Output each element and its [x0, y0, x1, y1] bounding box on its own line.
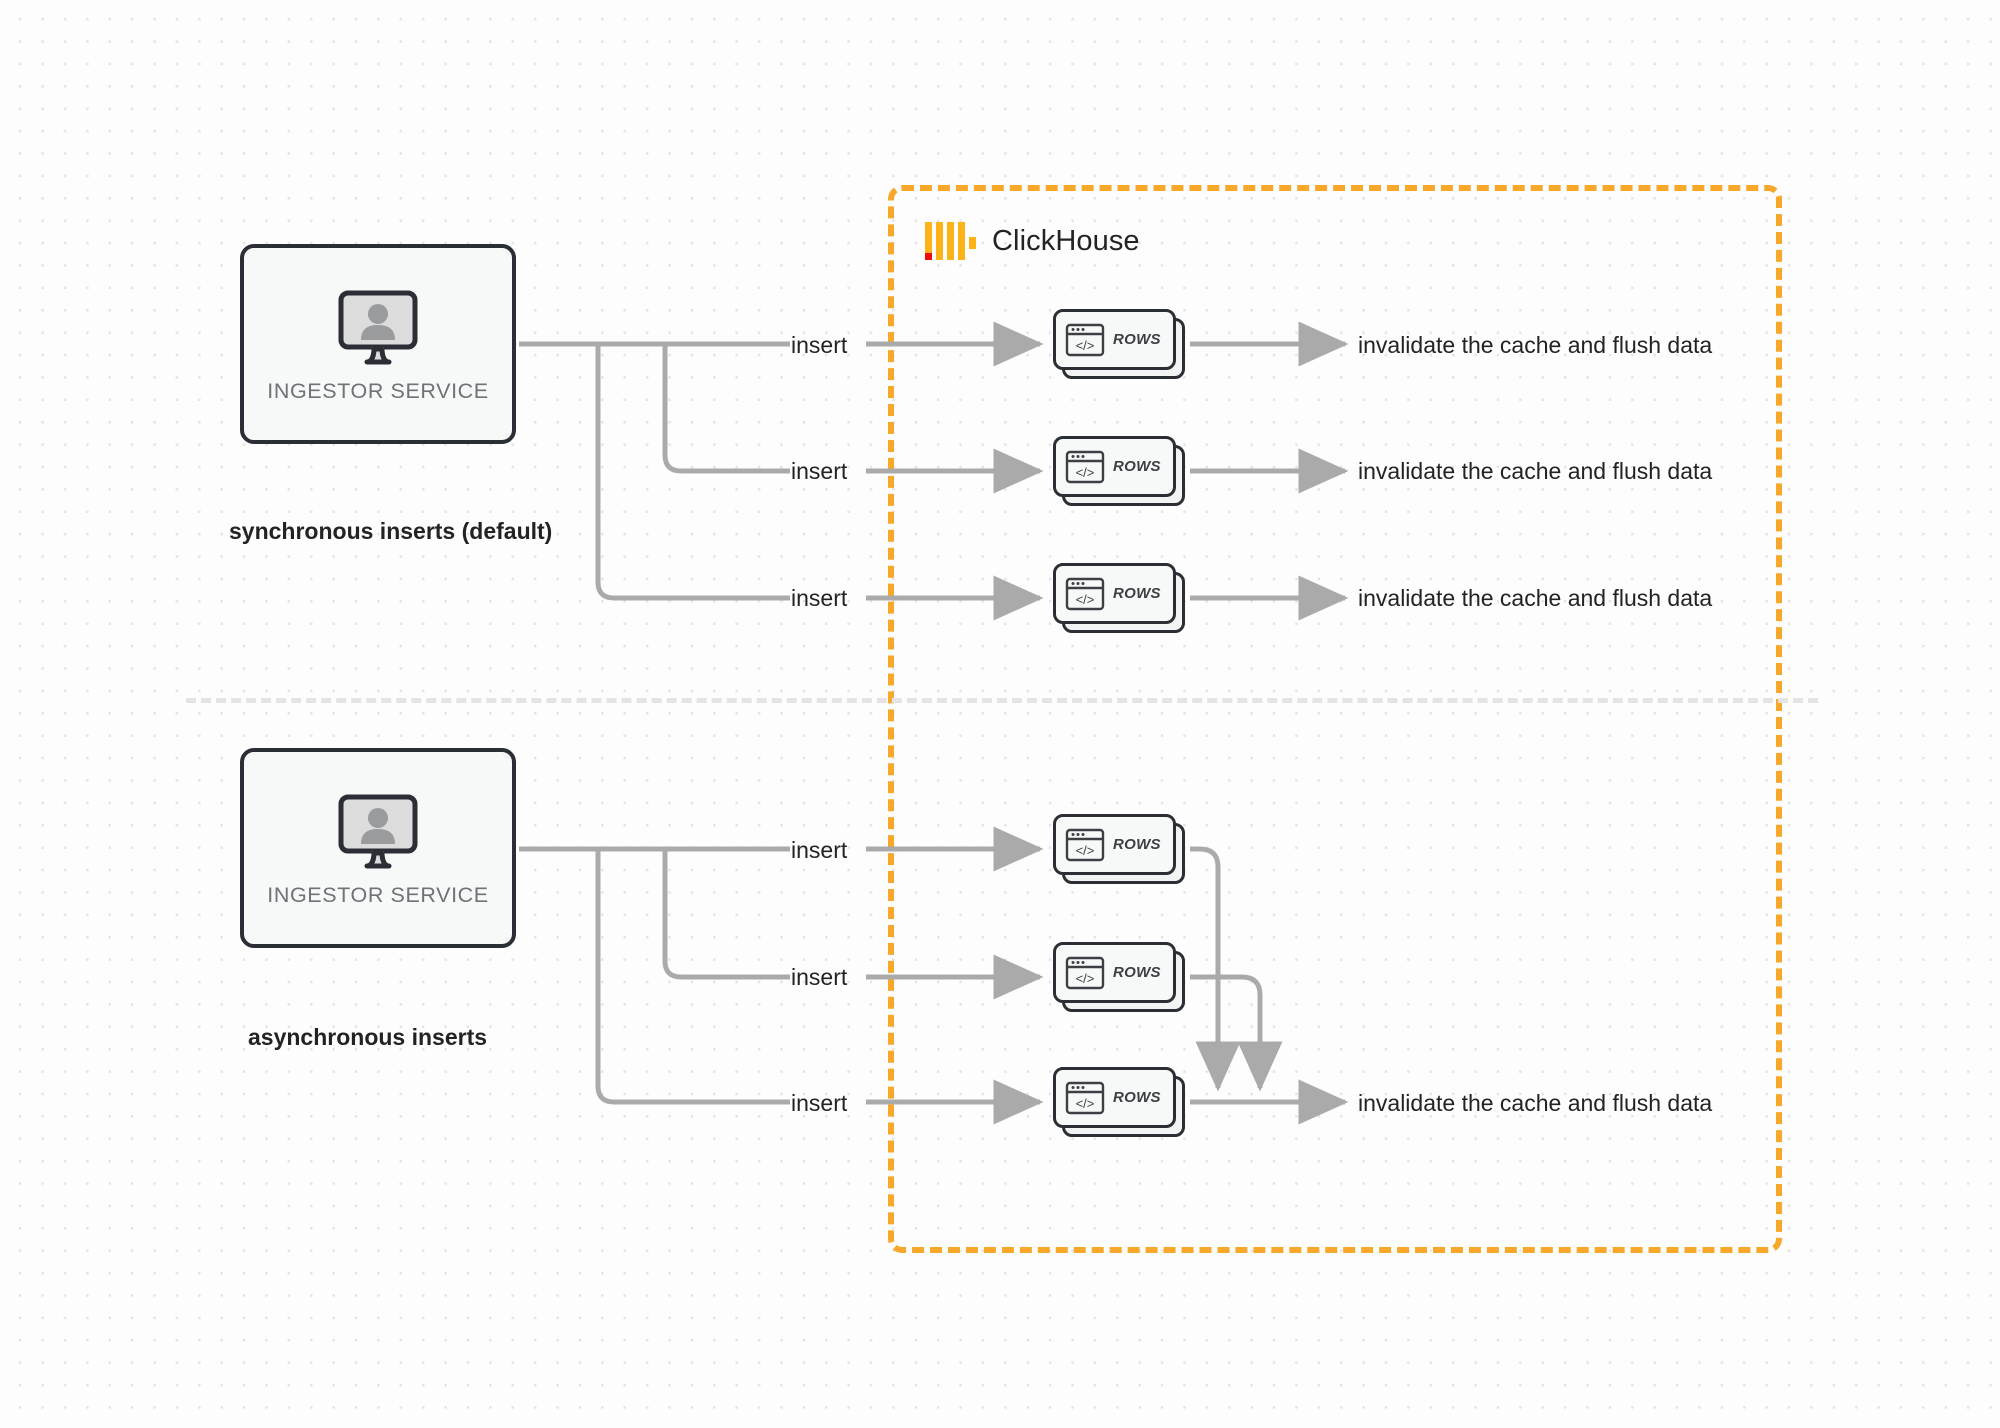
caption-asynchronous: asynchronous inserts	[248, 1024, 488, 1050]
code-window-icon: </>	[1065, 1081, 1105, 1114]
clickhouse-logo-icon	[925, 222, 976, 260]
flush-label-sync-1: invalidate the cache and flush data	[1358, 332, 1713, 358]
flush-label-sync-3: invalidate the cache and flush data	[1358, 585, 1713, 611]
svg-text:</>: </>	[1076, 592, 1095, 607]
monitor-user-icon	[338, 794, 418, 868]
rows-label: ROWS	[1113, 836, 1161, 853]
rows-label: ROWS	[1113, 458, 1161, 475]
monitor-user-icon	[338, 290, 418, 364]
insert-label-sync-3: insert	[791, 585, 848, 611]
ingestor-service-label: INGESTOR SERVICE	[267, 378, 489, 403]
code-window-icon: </>	[1065, 956, 1105, 989]
rows-label: ROWS	[1113, 331, 1161, 348]
wire-async-branch-row2	[662, 849, 790, 980]
clickhouse-wordmark: ClickHouse	[992, 224, 1140, 257]
wire-async-branch-row3	[595, 849, 790, 1105]
rows-node-async-2[interactable]: </> ROWS	[1053, 942, 1185, 1012]
rows-label: ROWS	[1113, 585, 1161, 602]
svg-text:</>: </>	[1076, 465, 1095, 480]
insert-label-sync-1: insert	[791, 332, 848, 358]
svg-text:</>: </>	[1076, 338, 1095, 353]
code-window-icon: </>	[1065, 450, 1105, 483]
ingestor-service-node-asynchronous[interactable]: INGESTOR SERVICE	[240, 748, 516, 948]
wire-sync-branch-row2	[662, 344, 790, 474]
insert-label-async-1: insert	[791, 837, 848, 863]
section-divider	[186, 698, 1818, 703]
rows-label: ROWS	[1113, 1089, 1161, 1106]
clickhouse-brand: ClickHouse	[925, 222, 1140, 260]
insert-label-async-2: insert	[791, 964, 848, 990]
ingestor-service-label: INGESTOR SERVICE	[267, 882, 489, 907]
clickhouse-boundary	[888, 185, 1782, 1253]
rows-node-sync-1[interactable]: </> ROWS	[1053, 309, 1185, 379]
code-window-icon: </>	[1065, 828, 1105, 861]
rows-node-async-3[interactable]: </> ROWS	[1053, 1067, 1185, 1137]
svg-text:</>: </>	[1076, 1096, 1095, 1111]
rows-node-async-1[interactable]: </> ROWS	[1053, 814, 1185, 884]
flush-label-async-merged: invalidate the cache and flush data	[1358, 1090, 1713, 1116]
insert-label-async-3: insert	[791, 1090, 848, 1116]
flush-label-sync-2: invalidate the cache and flush data	[1358, 458, 1713, 484]
caption-synchronous: synchronous inserts (default)	[229, 518, 553, 544]
wire-sync-branch-row3	[595, 344, 790, 601]
code-window-icon: </>	[1065, 323, 1105, 356]
code-window-icon: </>	[1065, 577, 1105, 610]
svg-text:</>: </>	[1076, 843, 1095, 858]
ingestor-service-node-synchronous[interactable]: INGESTOR SERVICE	[240, 244, 516, 444]
rows-node-sync-2[interactable]: </> ROWS	[1053, 436, 1185, 506]
rows-label: ROWS	[1113, 964, 1161, 981]
rows-node-sync-3[interactable]: </> ROWS	[1053, 563, 1185, 633]
svg-text:</>: </>	[1076, 971, 1095, 986]
insert-label-sync-2: insert	[791, 458, 848, 484]
